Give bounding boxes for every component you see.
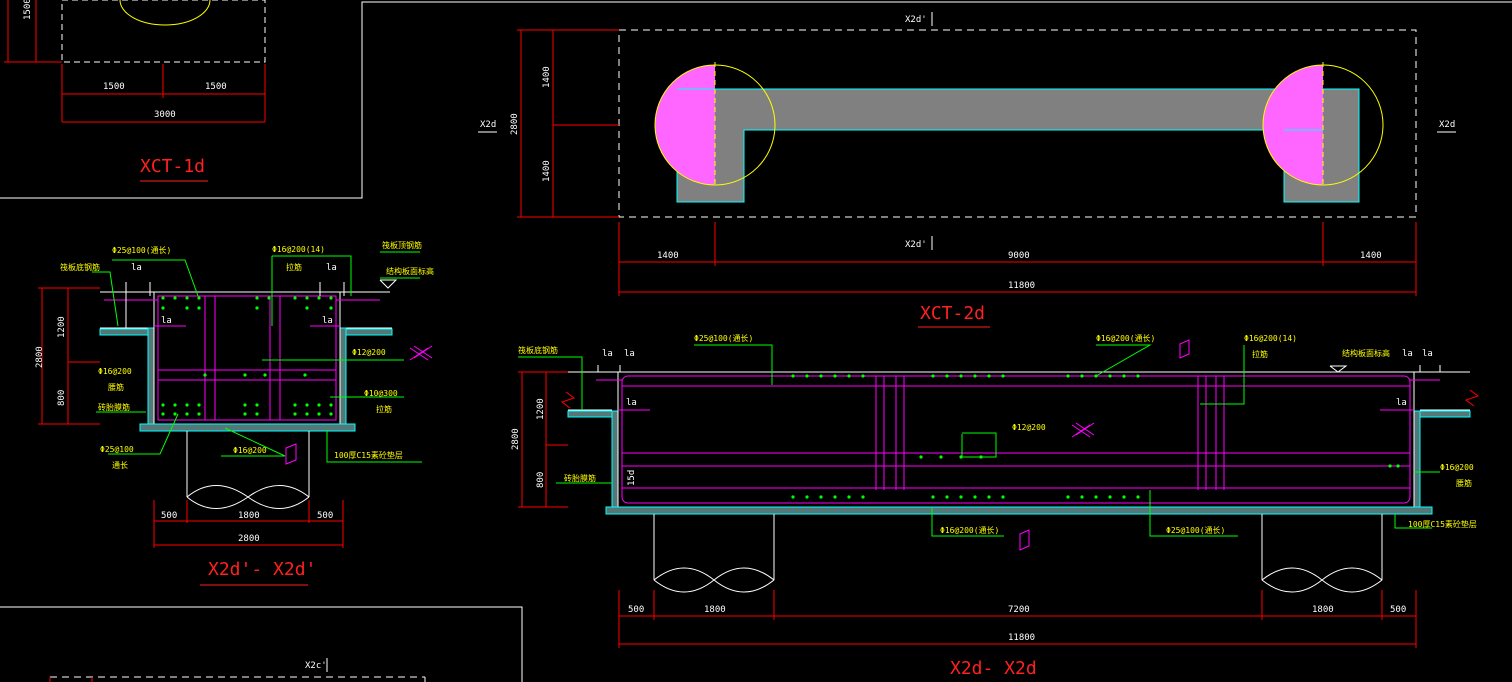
xct2d-dim-v-top: 1400 [542,66,552,88]
section-small-la3: la [326,263,337,273]
section-small-dim-h-total: 2800 [35,346,45,368]
section-small-dim-b-left: 500 [161,511,177,521]
section-small-side-bar-note: 腰筋 [108,382,124,392]
section-small-dim-b-right: 500 [317,511,333,521]
xct2d-dim-h-mid: 9000 [1008,251,1030,261]
section-small-side-bar: Φ16@200 [98,367,132,376]
xct2d-pile-right-fill [1263,65,1323,185]
xct1d-dim-total: 3000 [154,110,176,120]
section-large-cushion [605,506,1433,515]
section-large-side-bar: Φ16@200 [1440,463,1474,472]
section-large-la-c: la [626,398,637,408]
section-large-right-note: 结构板面标高 [1342,348,1390,358]
section-large-right-stir: Φ16@200(14) [1244,334,1297,343]
xct2d-dim-h-total: 11800 [1008,281,1035,291]
section-small-mesh-symbol [409,345,433,361]
section-small-dim-b-total: 2800 [238,534,260,544]
xct1d-dim-vert: 1500 [23,0,33,20]
section-large-mesh-symbol [1071,422,1095,438]
section-large-dim-v-bot: 800 [536,472,546,488]
xct2d-dim-v-bot: 1400 [542,160,552,182]
xct2d-axis-top: X2d' [905,15,927,25]
xct2d-beam [676,88,1360,203]
section-small-bot-stir: Φ10@300 [364,389,398,398]
section-large-side-bar-note: 腰筋 [1456,478,1472,488]
section-small-haunch: Φ12@200 [352,348,386,357]
section-small-dim-b-mid: 1800 [238,511,260,521]
section-small-bot-bar: Φ25@100 [100,445,134,454]
xct1d-plan: 1500 1500 1500 3000 XCT-1d [4,0,266,182]
xct2d-title: XCT-2d [920,303,985,324]
section-large-la-e: la [1422,349,1433,359]
xct1d-title: XCT-1d [140,156,205,177]
section-small-right-note2: 结构板面标高 [386,266,434,276]
section-small-cushion-label: 100厚C15素砼垫层 [334,450,403,460]
xct1d-dim-left: 1500 [103,82,125,92]
section-large-dim-b-total: 11800 [1008,633,1035,643]
section-large-dim-h-total: 2800 [511,428,521,450]
section-small-bot-stir-note: 拉筋 [376,404,392,414]
section-large-top-bar: Φ25@100(通长) [694,333,753,343]
xct2d-axis-left: X2d [480,120,496,130]
section-large-dim-b2: 1800 [704,605,726,615]
section-small-dim-v-bot: 800 [57,390,67,406]
section-small-dim-v-top: 1200 [57,316,67,338]
section-small-la1: la [131,263,142,273]
section-large-15d: 15d [627,470,637,486]
section-small-la2: la [161,316,172,326]
section-small-top-bar: Φ25@100(通长) [112,245,171,255]
section-large-la-b: la [624,349,635,359]
section-large: Φ25@100(通长) Φ16@200(通长) Φ16@200(14) 拉筋 筏… [511,333,1480,679]
section-small-title: X2d'- X2d' [208,559,316,580]
xct2d-axis-bottom: X2d' [905,240,927,250]
section-large-la-d: la [1402,349,1413,359]
section-small: Φ25@100(通长) Φ16@200(14) 拉筋 筏板底钢筋 筏板顶钢筋 结… [35,240,434,586]
section-small-stir-note: 拉筋 [286,262,302,272]
section-small-left-note2: 砖胎膜筋 [98,402,130,412]
section-small-top-stir: Φ16@200(14) [272,245,325,254]
section-small-cushion [139,423,356,432]
section-large-dim-b4: 1800 [1312,605,1334,615]
section-large-dim-v-top: 1200 [536,398,546,420]
section-large-dim-b5: 500 [1390,605,1406,615]
section-large-right-stir-note: 拉筋 [1252,349,1268,359]
xct2d-axis-right: X2d [1439,120,1455,130]
bottom-fragment: X2c' [49,658,426,682]
xct2d-dim-v-total: 2800 [510,113,520,135]
section-small-bot-bar-note: 通长 [112,460,128,470]
section-large-cushion-label: 100厚C15素砼垫层 [1408,519,1477,529]
section-large-left-note2: 砖胎膜筋 [564,473,596,483]
section-large-bot-bar: Φ25@100(通长) [1166,525,1225,535]
section-small-la4: la [322,316,333,326]
section-small-left-note: 筏板底钢筋 [60,262,100,272]
section-large-la-a: la [602,349,613,359]
section-large-haunch: Φ12@200 [1012,423,1046,432]
section-large-mid-stir: Φ16@200(通长) [1096,333,1155,343]
xct2d-dim-h-left: 1400 [657,251,679,261]
section-large-left-note: 筏板底钢筋 [518,345,558,355]
section-small-stir: Φ16@200 [233,446,267,455]
xct2d-plan: X2d' X2d' X2d X2d 1400 1400 2800 1400 90… [478,12,1456,328]
section-large-la-f: la [1396,398,1407,408]
xct2d-dim-h-right: 1400 [1360,251,1382,261]
section-small-right-note1: 筏板顶钢筋 [382,240,422,250]
section-large-bot-stir: Φ16@200(通长) [940,525,999,535]
section-large-dim-b3: 7200 [1008,605,1030,615]
bottom-fragment-axis: X2c' [305,661,327,671]
xct2d-pile-left-fill [655,65,715,185]
section-large-title: X2d- X2d [950,658,1037,679]
section-large-dim-b1: 500 [628,605,644,615]
xct1d-dim-right: 1500 [205,82,227,92]
